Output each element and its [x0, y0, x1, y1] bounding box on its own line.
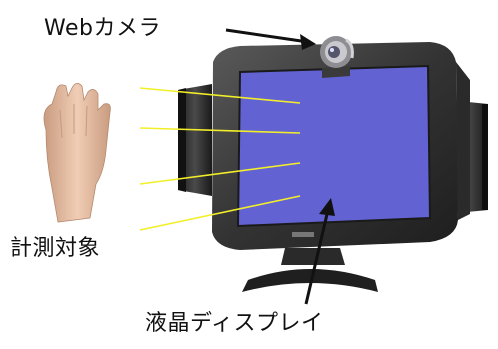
- beam-line-1: [139, 87, 301, 104]
- hand-icon: [43, 83, 111, 223]
- measurement-target-label: 計測対象: [10, 236, 101, 261]
- monitor-icon: [212, 42, 470, 250]
- webcam-arrow-icon: [225, 28, 309, 44]
- lcd-display-label: 液晶ディスプレイ: [145, 311, 324, 336]
- lcd-arrow-icon: [304, 209, 330, 305]
- measurement-beams: [139, 87, 301, 231]
- left-speaker-icon: [178, 84, 212, 196]
- lcd-screen: [236, 64, 432, 228]
- arrows: [225, 28, 335, 305]
- beam-line-2: [139, 127, 301, 134]
- webcam-label: Webカメラ: [44, 16, 161, 41]
- beam-line-4: [139, 195, 301, 231]
- beam-line-3: [139, 162, 301, 185]
- webcam-icon: [320, 36, 354, 78]
